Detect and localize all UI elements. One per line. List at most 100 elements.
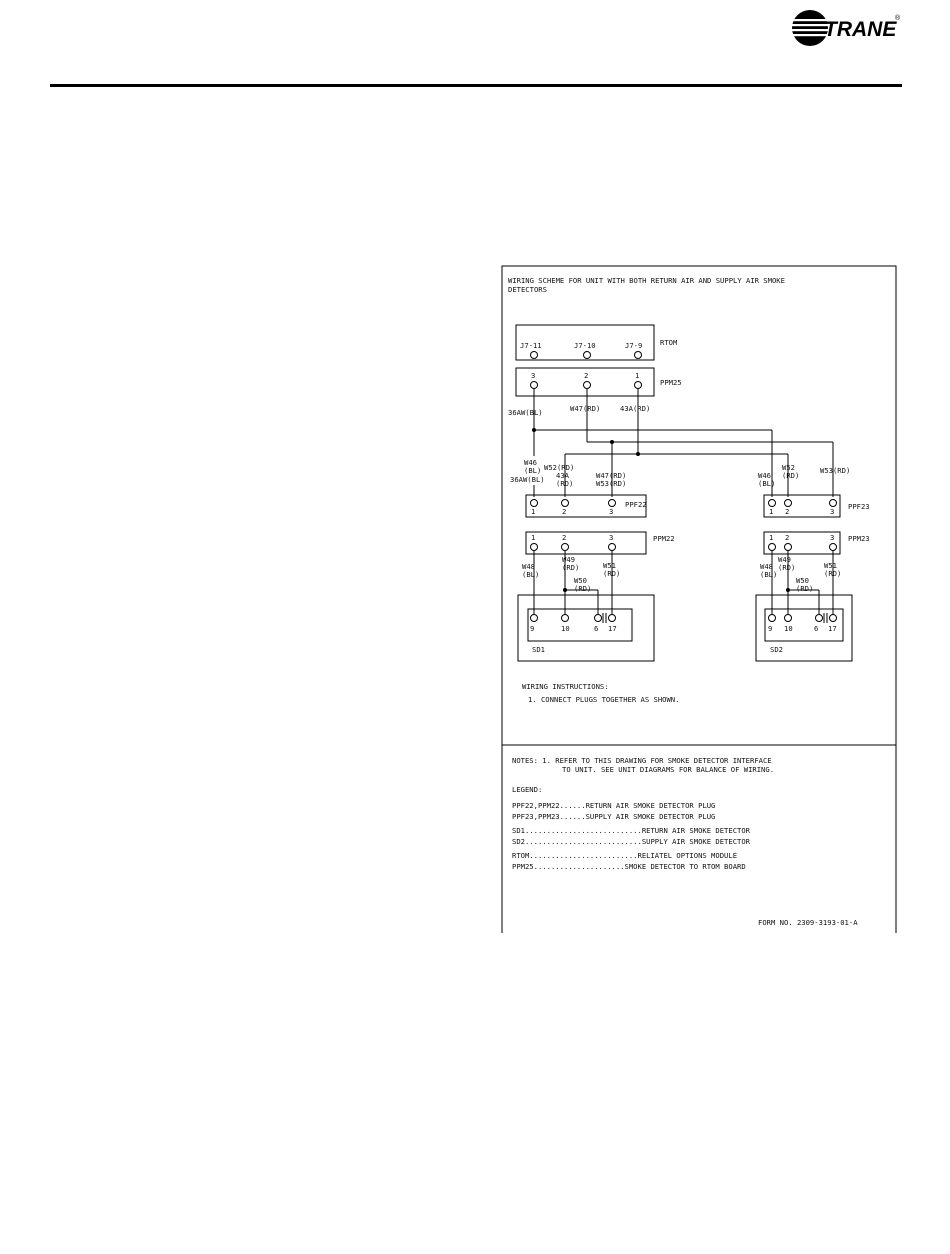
notes-line1: NOTES: 1. REFER TO THIS DRAWING FOR SMOK…	[512, 756, 772, 765]
wiring-instructions-item: 1. CONNECT PLUGS TOGETHER AS SHOWN.	[528, 695, 679, 704]
legend-item: SD2...........................SUPPLY AIR…	[512, 837, 751, 846]
sd2-pin-label-17: 17	[828, 624, 837, 633]
ppf23-pin-label-3: 3	[830, 507, 834, 516]
ppf22-label: PPF22	[625, 500, 647, 509]
rtom-connector: J7-11 J7-10 J7-9	[515, 324, 655, 361]
trane-globe-icon	[792, 10, 828, 46]
wire-label-w51: W51	[603, 561, 616, 570]
sd2-detector: 9 10 6 17 SD2	[755, 594, 853, 662]
diagram-frame	[501, 265, 897, 933]
wire-label-w52-rd-ppf23: (RD)	[782, 471, 799, 480]
sd2-pin-label-9: 9	[768, 624, 772, 633]
ppf23-pin-label-2: 2	[785, 507, 789, 516]
wire-label-w49: W49	[562, 555, 575, 564]
brand-trademark: ®	[895, 14, 901, 22]
wire-label-36aw-bl-ppf22: 36AW(BL)	[510, 475, 545, 484]
diagram-title-line2: DETECTORS	[508, 285, 547, 294]
rtom-pin-label-1: J7-11	[520, 341, 542, 350]
wire-label-w48-bl: (BL)	[522, 570, 539, 579]
diagram-title-line1: WIRING SCHEME FOR UNIT WITH BOTH RETURN …	[508, 276, 785, 285]
wire-label-w52-rd: W52(RD)	[544, 463, 574, 472]
wire-label-w53-rd: W53(RD)	[596, 479, 626, 488]
rtom-pin	[583, 351, 591, 359]
ppm22-pin-label-2: 2	[562, 533, 566, 542]
legend-heading: LEGEND:	[512, 785, 542, 794]
wire-label-w49-sd2: W49	[778, 555, 791, 564]
legend-item: PPF23,PPM23......SUPPLY AIR SMOKE DETECT…	[512, 812, 715, 821]
wire-label-w51-sd2: W51	[824, 561, 837, 570]
wire-label-w46: W46	[524, 458, 537, 467]
wire-label-w47-rd: W47(RD)	[570, 404, 600, 413]
ppm25-pin	[634, 381, 642, 389]
ppm23-connector: 1 2 3	[763, 531, 841, 555]
rtom-pin-label-2: J7-10	[574, 341, 596, 350]
rtom-pin	[530, 351, 538, 359]
ppf22-pin-label-2: 2	[562, 507, 566, 516]
ppm23-pin-label-2: 2	[785, 533, 789, 542]
wire-label-w50-rd-sd2: (RD)	[796, 584, 813, 593]
sd2-pin-label-6: 6	[814, 624, 818, 633]
upper-harness	[532, 389, 834, 497]
notes-line2: TO UNIT. SEE UNIT DIAGRAMS FOR BALANCE O…	[562, 765, 774, 774]
rtom-label: RTOM	[660, 338, 678, 347]
ppf23-pin-label-1: 1	[769, 507, 773, 516]
ppm23-pin-label-1: 1	[769, 533, 773, 542]
sd2-harness	[771, 551, 834, 615]
sd1-label: SD1	[532, 645, 545, 654]
sd1-harness	[533, 551, 613, 615]
wire-label-w50: W50	[574, 576, 587, 585]
wire-label-w48: W48	[522, 562, 535, 571]
wire-label-w48-bl-sd2: (BL)	[760, 570, 777, 579]
ppm25-pin-label-3: 3	[531, 371, 535, 380]
ppm25-connector: 3 2 1	[515, 367, 655, 397]
wire-label-w47-rd-ppf22: W47(RD)	[596, 471, 626, 480]
rtom-pin-label-3: J7-9	[625, 341, 642, 350]
wire-label-w50-rd: (RD)	[574, 584, 591, 593]
ppf22-pin-label-1: 1	[531, 507, 535, 516]
wire-label-w53-rd-ppf23: W53(RD)	[820, 466, 850, 475]
wiring-diagram: WIRING SCHEME FOR UNIT WITH BOTH RETURN …	[500, 265, 900, 933]
wiring-instructions-heading: WIRING INSTRUCTIONS:	[522, 682, 609, 691]
ppm25-pin-label-2: 2	[584, 371, 588, 380]
wire-label-43a-rd-unit: (RD)	[556, 479, 573, 488]
ppf22-connector: 1 2 3	[525, 494, 647, 518]
ppm23-label: PPM23	[848, 534, 870, 543]
sd2-label: SD2	[770, 645, 783, 654]
ppf23-label: PPF23	[848, 502, 870, 511]
legend-item: RTOM.........................RELIATEL OP…	[512, 851, 737, 860]
legend-item: PPF22,PPM22......RETURN AIR SMOKE DETECT…	[512, 801, 715, 810]
wire-label-w49-rd: (RD)	[562, 563, 579, 572]
wire-label-w51-rd-sd2: (RD)	[824, 569, 841, 578]
form-number: FORM NO. 2309-3193-01-A	[758, 918, 858, 927]
legend-item: PPM25.....................SMOKE DETECTOR…	[512, 862, 746, 871]
wire-label-w46-ppf23: W46	[758, 471, 771, 480]
ppm25-pin-label-1: 1	[635, 371, 639, 380]
ppf23-connector: 1 2 3	[763, 494, 841, 518]
wire-label-w46-bl: (BL)	[524, 466, 541, 475]
ppm25-pin	[583, 381, 591, 389]
ppm22-pin-label-1: 1	[531, 533, 535, 542]
wire-label-w49-rd-sd2: (RD)	[778, 563, 795, 572]
ppm25-label: PPM25	[660, 378, 682, 387]
ppm22-pin-label-3: 3	[609, 533, 613, 542]
sd1-pin-label-10: 10	[561, 624, 570, 633]
ppf22-pin-label-3: 3	[609, 507, 613, 516]
wire-label-43a: 43A	[556, 471, 570, 480]
ppm22-connector: 1 2 3	[525, 531, 647, 555]
brand-wordmark: TRANE	[824, 18, 897, 41]
header-divider	[50, 84, 902, 87]
sd1-pin-label-6: 6	[594, 624, 598, 633]
wire-label-w50-sd2: W50	[796, 576, 809, 585]
wire-label-w51-rd: (RD)	[603, 569, 620, 578]
wire-label-w46-bl-ppf23: (BL)	[758, 479, 775, 488]
ppm23-pin-label-3: 3	[830, 533, 834, 542]
wire-label-43a-rd: 43A(RD)	[620, 404, 650, 413]
sd1-detector: 9 10 6 17 SD1	[517, 594, 655, 662]
ppm22-label: PPM22	[653, 534, 675, 543]
sd1-pin-label-9: 9	[530, 624, 534, 633]
wire-label-w52: W52	[782, 463, 795, 472]
rtom-pin	[634, 351, 642, 359]
wire-label-36aw-bl: 36AW(BL)	[508, 408, 543, 417]
wire-label-w48-sd2: W48	[760, 562, 773, 571]
trane-logo: TRANE ®	[788, 6, 903, 50]
